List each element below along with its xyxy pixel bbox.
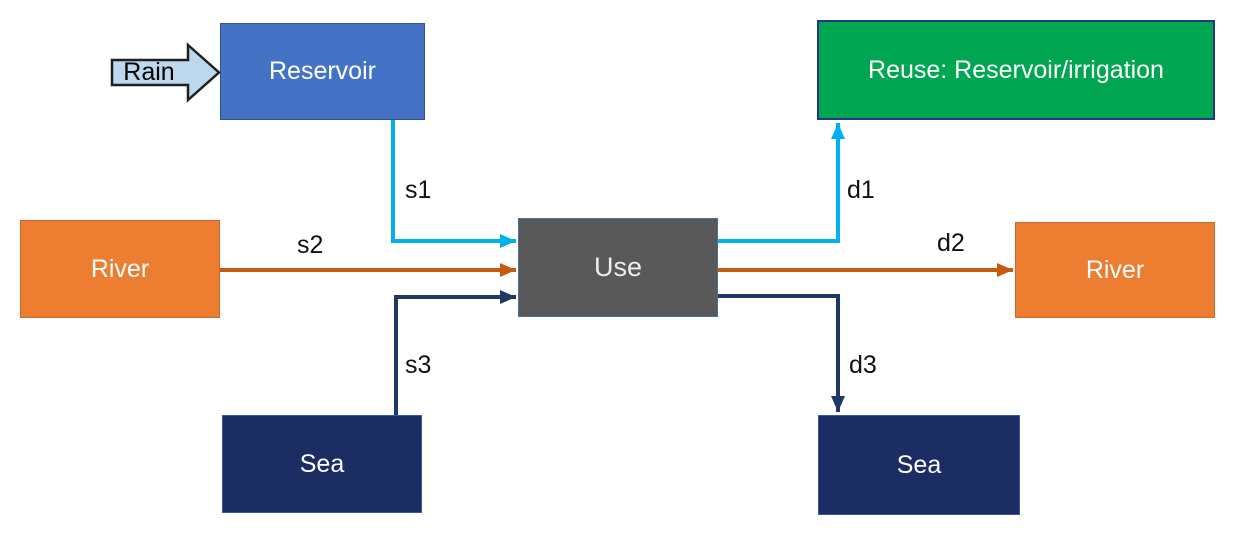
flow-d3-label: d3	[849, 351, 877, 379]
flow-d3-arrow	[718, 294, 845, 412]
reuse-node: Reuse: Reservoir/irrigation	[817, 20, 1215, 120]
use-label: Use	[593, 252, 642, 282]
reservoir-label: Reservoir	[269, 57, 376, 85]
rain-label: Rain	[123, 58, 175, 86]
flow-s2-label: s2	[297, 231, 324, 259]
flow-s3-label: s3	[405, 351, 432, 379]
sea-source-node: Sea	[222, 415, 422, 513]
river-source-label: River	[90, 254, 150, 283]
use-node: Use	[518, 218, 718, 317]
reuse-label: Reuse: Reservoir/irrigation	[868, 55, 1164, 84]
flow-s1-label: s1	[405, 176, 432, 204]
river-discharge-label: River	[1085, 255, 1145, 284]
sea-discharge-node: Sea	[818, 415, 1020, 515]
reservoir-node: Reservoir	[220, 23, 425, 120]
river-discharge-node: River	[1015, 222, 1215, 318]
sea-discharge-label: Sea	[896, 450, 942, 479]
river-source-node: River	[20, 220, 220, 318]
flow-d1-label: d1	[847, 176, 875, 204]
flow-d1-arrow	[718, 123, 845, 243]
sea-source-label: Sea	[299, 449, 345, 478]
flow-d2-label: d2	[937, 229, 965, 257]
